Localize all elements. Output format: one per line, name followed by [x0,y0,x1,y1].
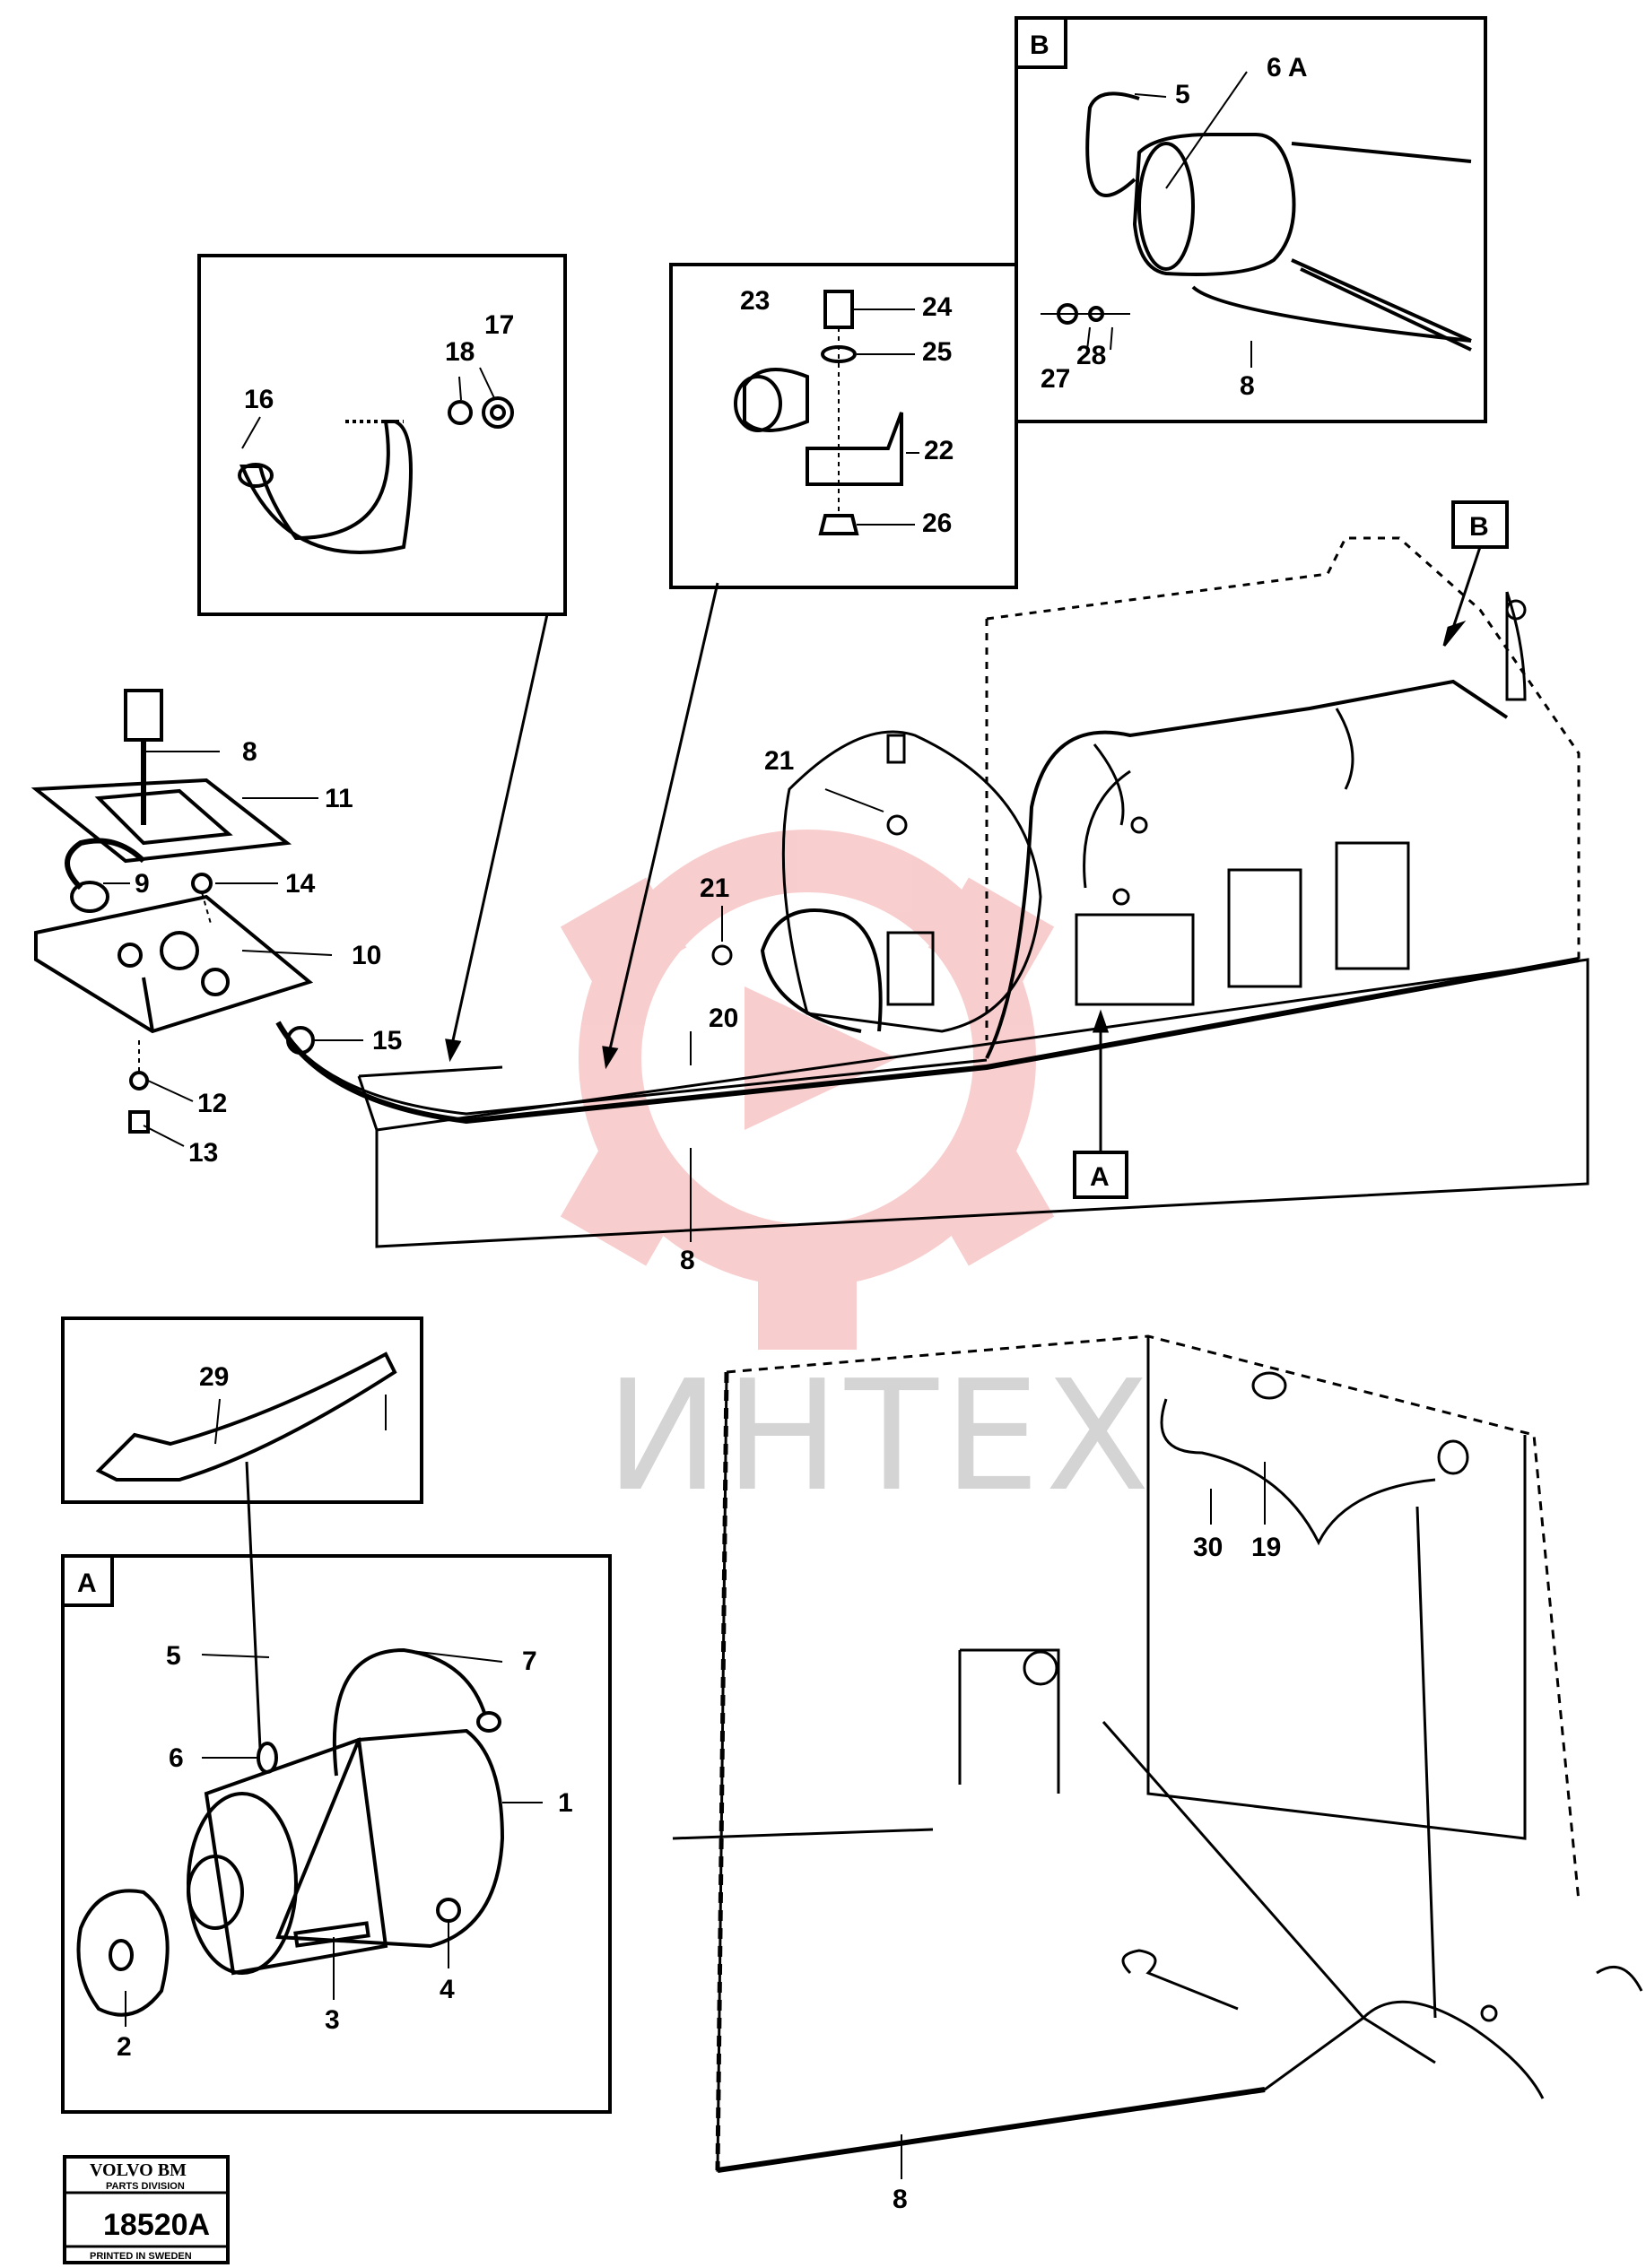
callout-1: 1 [558,1788,573,1818]
callout-29: 29 [199,1362,229,1392]
leader-lines [103,93,1266,2027]
stamp-number: 18520A [103,2208,210,2242]
callout-25: 25 [922,337,952,367]
engine-frame-view [275,500,1589,1248]
callout-8c: 8 [680,1246,695,1275]
callout-7: 7 [522,1647,537,1676]
callout-8d: 8 [893,2185,908,2214]
callout-20: 20 [709,1004,738,1033]
stamp-brand: VOLVO BM [90,2160,187,2180]
volvo-bm-stamp: VOLVO BM PARTS DIVISION 18520A PRINTED I… [63,2155,230,2264]
watermark-text: ИНТЕХ [605,1348,1155,1525]
cab-platform-view [672,1334,1643,2179]
callout-27: 27 [1041,364,1070,394]
callout-22: 22 [924,436,954,465]
callout-8b: 8 [1240,371,1255,401]
stamp-division: PARTS DIVISION [106,2181,185,2192]
callout-30: 30 [1193,1533,1223,1562]
detail-box-clamp [669,263,1018,589]
callout-6: 6 [169,1743,184,1773]
callout-3: 3 [325,2005,340,2035]
callout-13: 13 [188,1138,218,1168]
callout-21b: 21 [700,873,729,903]
callout-10: 10 [352,941,381,970]
callout-21: 21 [764,746,794,776]
callout-26: 26 [922,508,952,538]
callout-11: 11 [325,784,353,813]
callout-28: 28 [1076,341,1106,370]
view-label-b-box: B [1030,30,1049,60]
callout-16: 16 [244,385,274,414]
callout-12: 12 [197,1089,227,1118]
detail-box-bracket [61,1316,423,1504]
detail-box-b-alternator [1015,16,1487,423]
callout-17: 17 [484,310,514,340]
callout-6a: 6 A [1267,53,1308,83]
callout-23: 23 [740,286,770,316]
callout-14: 14 [285,869,316,899]
view-label-a-rail: A [1090,1162,1110,1192]
view-label-b-engine: B [1469,512,1489,542]
callout-4: 4 [440,1975,455,2004]
callout-9: 9 [135,869,150,899]
callout-15: 15 [372,1026,402,1056]
plate-assembly [30,689,315,1134]
callout-labels: 1 2 3 4 5 6 7 8 9 10 11 12 13 14 15 16 1… [77,30,1489,2214]
callout-24: 24 [922,292,953,322]
callout-18: 18 [445,337,475,367]
callout-5b: 5 [1175,80,1190,109]
stamp-printed: PRINTED IN SWEDEN [90,2251,192,2262]
callout-19: 19 [1251,1533,1281,1562]
callout-5: 5 [166,1641,181,1671]
view-label-a-box: A [77,1568,97,1598]
callout-2: 2 [117,2032,132,2062]
callout-8: 8 [242,737,257,767]
detail-box-strap [197,254,567,616]
